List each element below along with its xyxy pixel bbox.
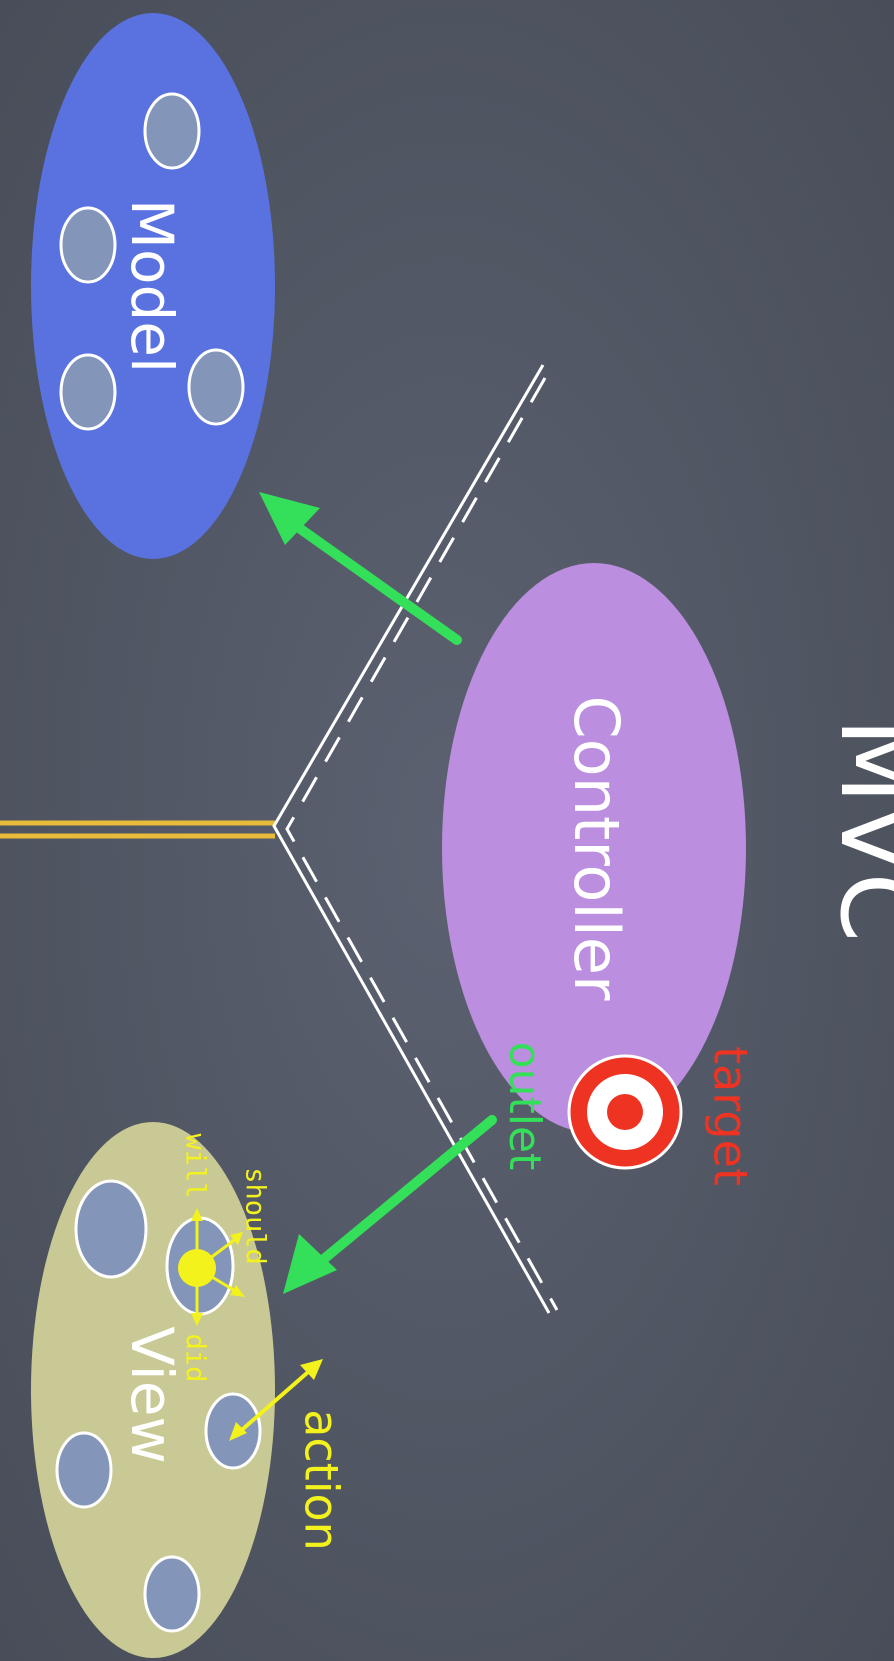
model-circle-2 — [59, 206, 117, 284]
outlet-label: outlet — [499, 1042, 550, 1171]
target-icon — [567, 1054, 683, 1170]
model-circle-3 — [59, 353, 117, 431]
will-label: will — [180, 1133, 211, 1198]
title-mvc: MVC — [818, 718, 894, 943]
view-circle-4 — [55, 1431, 113, 1509]
model-node: Model — [31, 13, 275, 559]
view-circle-5 — [143, 1555, 201, 1633]
controller-to-model-arrow — [259, 492, 462, 645]
delegate-icon — [178, 1208, 245, 1326]
action-arrow — [229, 1359, 323, 1441]
did-label: did — [180, 1334, 211, 1383]
should-label: should — [240, 1167, 271, 1265]
controller-ellipse — [442, 563, 746, 1133]
target-label: target — [704, 1046, 758, 1186]
model-label: Model — [118, 199, 186, 373]
controller-label: Controller — [560, 696, 633, 1001]
outlet-arrow — [283, 1115, 497, 1294]
view-node: View — [31, 1122, 275, 1658]
model-circle-4 — [187, 348, 245, 426]
action-label: action — [295, 1409, 349, 1551]
controller-node: Controller — [442, 563, 746, 1133]
view-circle-1 — [74, 1179, 148, 1279]
model-circle-1 — [143, 92, 201, 170]
view-label: View — [118, 1326, 186, 1464]
